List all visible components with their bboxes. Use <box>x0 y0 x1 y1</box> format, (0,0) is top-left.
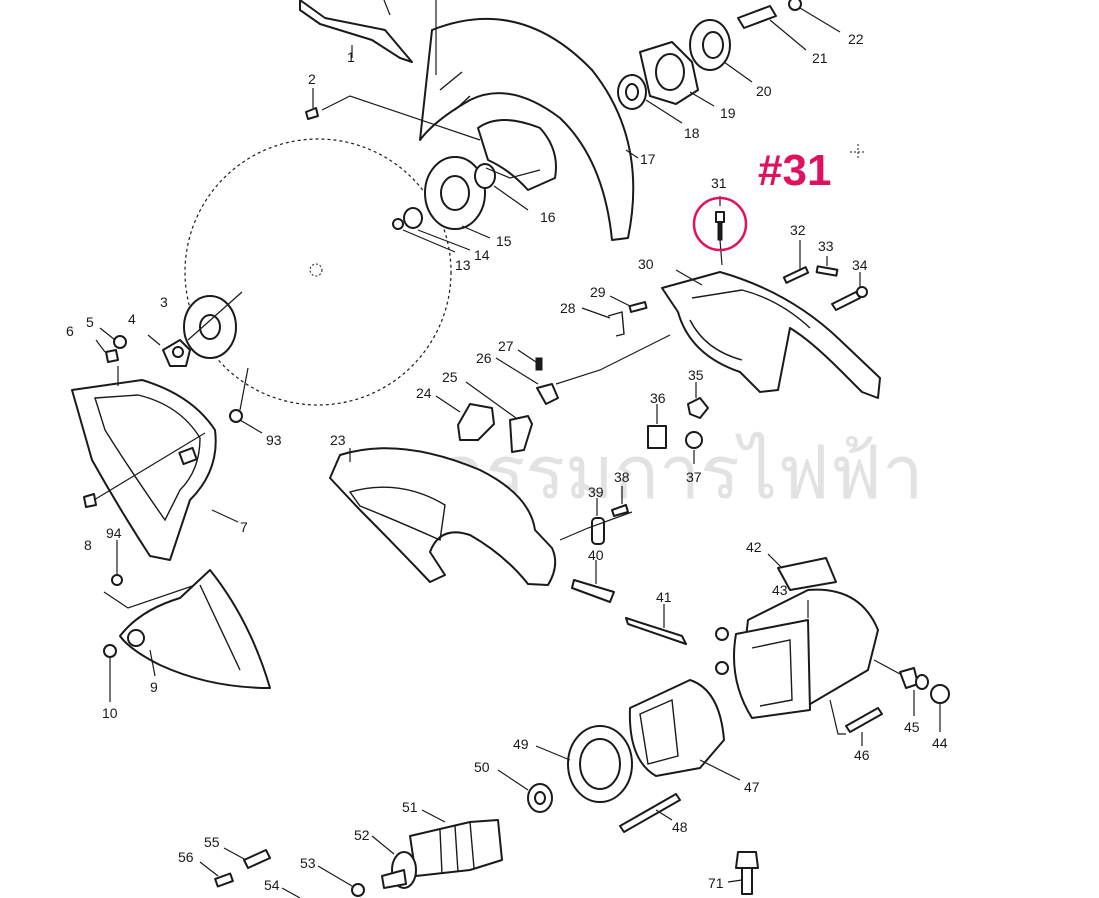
label-36: 36 <box>650 390 666 406</box>
label-9: 9 <box>150 679 158 695</box>
label-45: 45 <box>904 719 920 735</box>
part-17-drawing <box>383 0 639 241</box>
label-22: 22 <box>848 31 864 47</box>
part-31-highlight-circle <box>692 196 748 252</box>
parts-18-22-drawing <box>617 0 841 124</box>
label-35: 35 <box>688 367 704 383</box>
label-25: 25 <box>442 369 458 385</box>
label-49: 49 <box>513 736 529 752</box>
parts-35-41-drawing <box>559 382 709 645</box>
label-54: 54 <box>264 877 280 893</box>
label-53: 53 <box>300 855 316 871</box>
label-3: 3 <box>160 294 168 310</box>
label-7: 7 <box>240 519 248 535</box>
label-50: 50 <box>474 759 490 775</box>
label-52: 52 <box>354 827 370 843</box>
label-47: 47 <box>744 779 760 795</box>
label-43: 43 <box>772 582 788 598</box>
label-44: 44 <box>932 735 948 751</box>
highlight-label: #31 <box>758 146 831 195</box>
label-46: 46 <box>854 747 870 763</box>
saw-blade-drawing <box>184 138 452 406</box>
label-38: 38 <box>614 469 630 485</box>
label-40: 40 <box>588 547 604 563</box>
label-37: 37 <box>686 469 702 485</box>
label-42: 42 <box>746 539 762 555</box>
label-26: 26 <box>476 350 492 366</box>
label-34: 34 <box>852 257 868 273</box>
label-27: 27 <box>498 338 514 354</box>
label-94: 94 <box>106 525 122 541</box>
label-4: 4 <box>128 311 136 327</box>
label-48: 48 <box>672 819 688 835</box>
parts-left-drawing <box>71 291 271 702</box>
label-30: 30 <box>638 256 654 272</box>
label-14: 14 <box>474 247 490 263</box>
label-5: 5 <box>86 314 94 330</box>
label-71: 71 <box>708 875 724 891</box>
label-13: 13 <box>455 257 471 273</box>
label-1: 1 <box>347 49 355 65</box>
label-10: 10 <box>102 705 118 721</box>
parts-bottom-drawing <box>199 725 759 898</box>
label-29: 29 <box>590 284 606 300</box>
label-18: 18 <box>684 125 700 141</box>
label-19: 19 <box>720 105 736 121</box>
label-6: 6 <box>66 323 74 339</box>
label-21: 21 <box>812 50 828 66</box>
label-56: 56 <box>178 849 194 865</box>
label-28: 28 <box>560 300 576 316</box>
label-17: 17 <box>640 151 656 167</box>
label-39: 39 <box>588 484 604 500</box>
parts-2-13-16-drawing <box>305 88 541 253</box>
label-15: 15 <box>496 233 512 249</box>
parts-middle-drawing <box>329 295 671 586</box>
label-23: 23 <box>330 432 346 448</box>
label-16: 16 <box>540 209 556 225</box>
label-33: 33 <box>818 238 834 254</box>
label-2: 2 <box>308 71 316 87</box>
label-31: 31 <box>711 175 727 191</box>
label-51: 51 <box>402 799 418 815</box>
part-1-drawing <box>299 0 413 63</box>
part-labels: 1 2 3 4 5 6 7 8 9 10 13 14 15 16 17 18 1… <box>66 31 948 893</box>
parts-motor-drawing <box>628 553 950 781</box>
label-8: 8 <box>84 537 92 553</box>
label-20: 20 <box>756 83 772 99</box>
parts-30-34-drawing <box>661 196 881 399</box>
label-32: 32 <box>790 222 806 238</box>
label-24: 24 <box>416 385 432 401</box>
label-93: 93 <box>266 432 282 448</box>
label-41: 41 <box>656 589 672 605</box>
crosshair-mark <box>850 144 866 160</box>
label-55: 55 <box>204 834 220 850</box>
